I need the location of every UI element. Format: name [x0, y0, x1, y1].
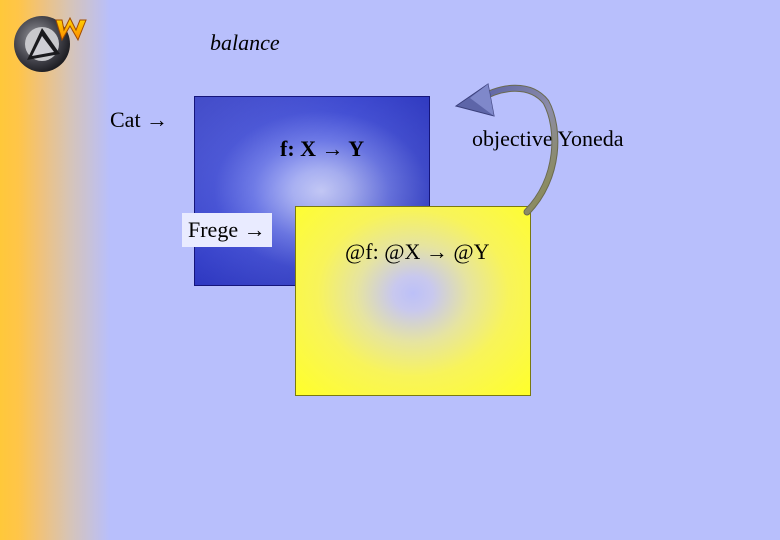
yellow-square: [295, 206, 531, 396]
left-accent-band: [0, 0, 110, 540]
morphism-label: f: X → Y: [280, 136, 365, 161]
logo-icon: [14, 16, 87, 72]
slide-title: balance: [210, 30, 280, 55]
objective-yoneda-label: objective Yoneda: [472, 126, 624, 151]
frege-label: Frege →: [182, 213, 272, 247]
cat-label: Cat →: [110, 107, 169, 132]
image-morphism-label: @f: @X → @Y: [345, 239, 490, 264]
